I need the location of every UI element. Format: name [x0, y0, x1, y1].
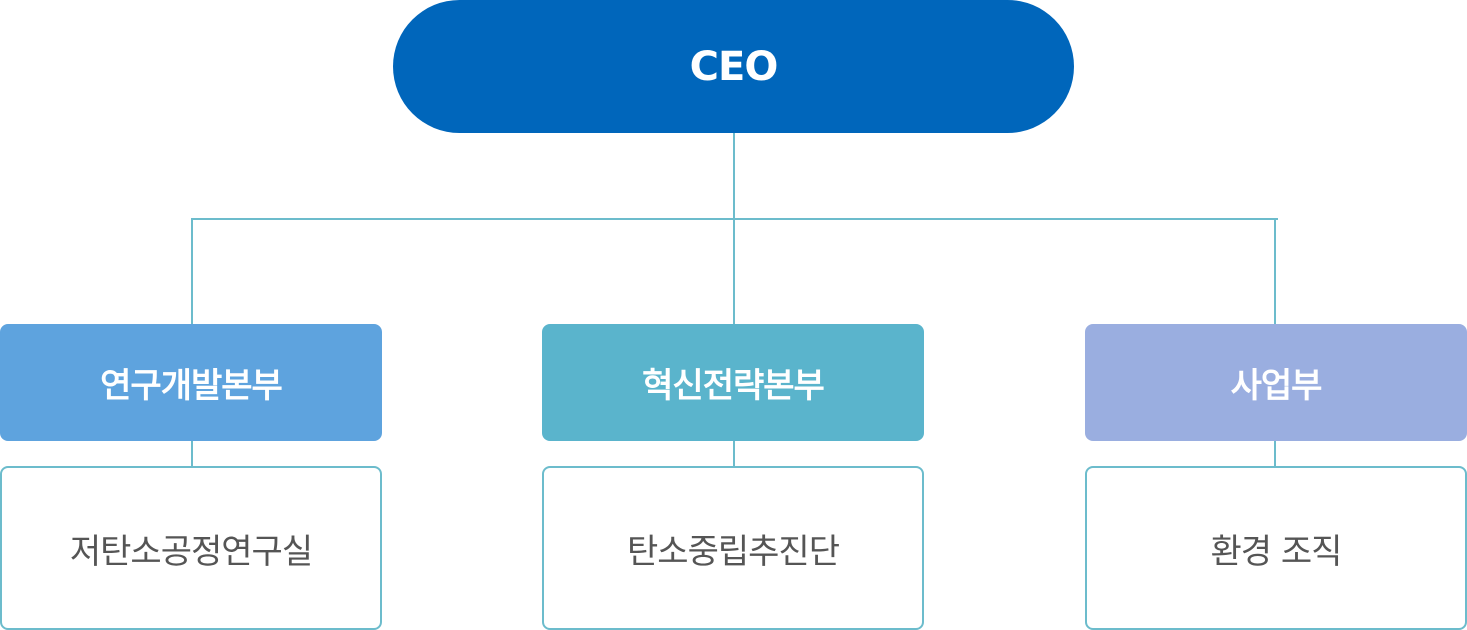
- dept-label-business: 사업부: [1230, 366, 1323, 406]
- dept-label-innovation-strategy: 혁신전략본부: [642, 366, 825, 406]
- connector-right-vertical: [1274, 218, 1276, 324]
- dept-node-rnd: 연구개발본부: [0, 324, 382, 441]
- ceo-node: CEO: [393, 0, 1074, 133]
- connector-dept2-sub: [733, 440, 735, 467]
- connector-dept3-sub: [1274, 440, 1276, 467]
- connector-ceo-vertical: [733, 128, 735, 324]
- sub-node-low-carbon-lab: 저탄소공정연구실: [0, 466, 382, 630]
- sub-label-low-carbon-lab: 저탄소공정연구실: [69, 531, 313, 572]
- sub-node-environment-org: 환경 조직: [1085, 466, 1467, 630]
- sub-label-carbon-neutral-team: 탄소중립추진단: [627, 531, 840, 572]
- ceo-label: CEO: [689, 43, 779, 90]
- sub-label-environment-org: 환경 조직: [1210, 531, 1343, 572]
- dept-label-rnd: 연구개발본부: [100, 366, 283, 406]
- dept-node-innovation-strategy: 혁신전략본부: [542, 324, 924, 441]
- connector-dept1-sub: [191, 440, 193, 467]
- dept-node-business: 사업부: [1085, 324, 1467, 441]
- connector-left-vertical: [191, 218, 193, 324]
- connector-horizontal: [191, 218, 1278, 220]
- sub-node-carbon-neutral-team: 탄소중립추진단: [542, 466, 924, 630]
